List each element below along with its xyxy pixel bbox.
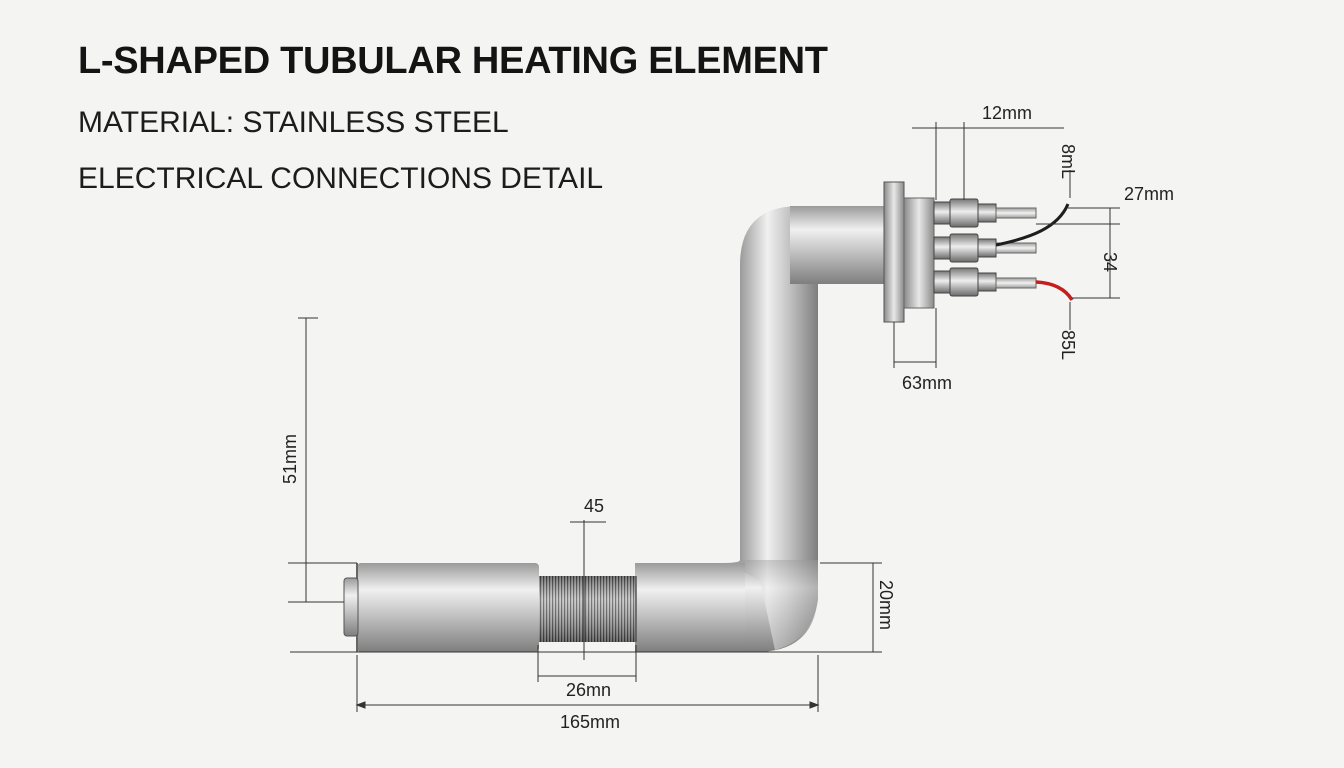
bottom-wire-mark-label: 85L <box>1058 330 1078 360</box>
coil-mark-label: 45 <box>584 496 604 516</box>
flange-assembly <box>883 181 1074 323</box>
red-lead-wire <box>1035 280 1074 301</box>
height-label: 51mm <box>280 434 300 484</box>
tube-diameter-label: 20mm <box>876 580 896 630</box>
terminal-bottom <box>933 267 1037 297</box>
black-lead-wire <box>995 203 1070 247</box>
terminal-spacing-label: 12mm <box>982 103 1032 123</box>
horizontal-tube-left <box>357 563 539 652</box>
wire-length-label: 27mm <box>1124 184 1174 204</box>
terminal-top <box>933 198 1037 228</box>
top-horizontal-tube <box>790 206 890 284</box>
vertical-tube <box>740 265 818 575</box>
coil-length-label: 26mn <box>566 680 611 700</box>
top-wire-mark-label: 8mL <box>1058 144 1078 179</box>
total-length-label: 165mm <box>560 712 620 732</box>
mounting-flange <box>883 181 905 323</box>
material-subtitle: MATERIAL: STAINLESS STEEL <box>78 106 509 139</box>
horizontal-tube-right <box>635 563 745 652</box>
page-title: L-SHAPED TUBULAR HEATING ELEMENT <box>78 40 828 82</box>
terminal-pitch-label: 34 <box>1100 252 1120 272</box>
end-cap <box>343 577 359 637</box>
connections-subtitle: ELECTRICAL CONNECTIONS DETAIL <box>78 162 604 195</box>
flange-boss <box>903 197 935 309</box>
terminal-middle <box>933 233 1037 263</box>
dimension-lines <box>288 122 1120 712</box>
heating-tube <box>343 206 890 652</box>
flange-offset-label: 63mm <box>902 373 952 393</box>
